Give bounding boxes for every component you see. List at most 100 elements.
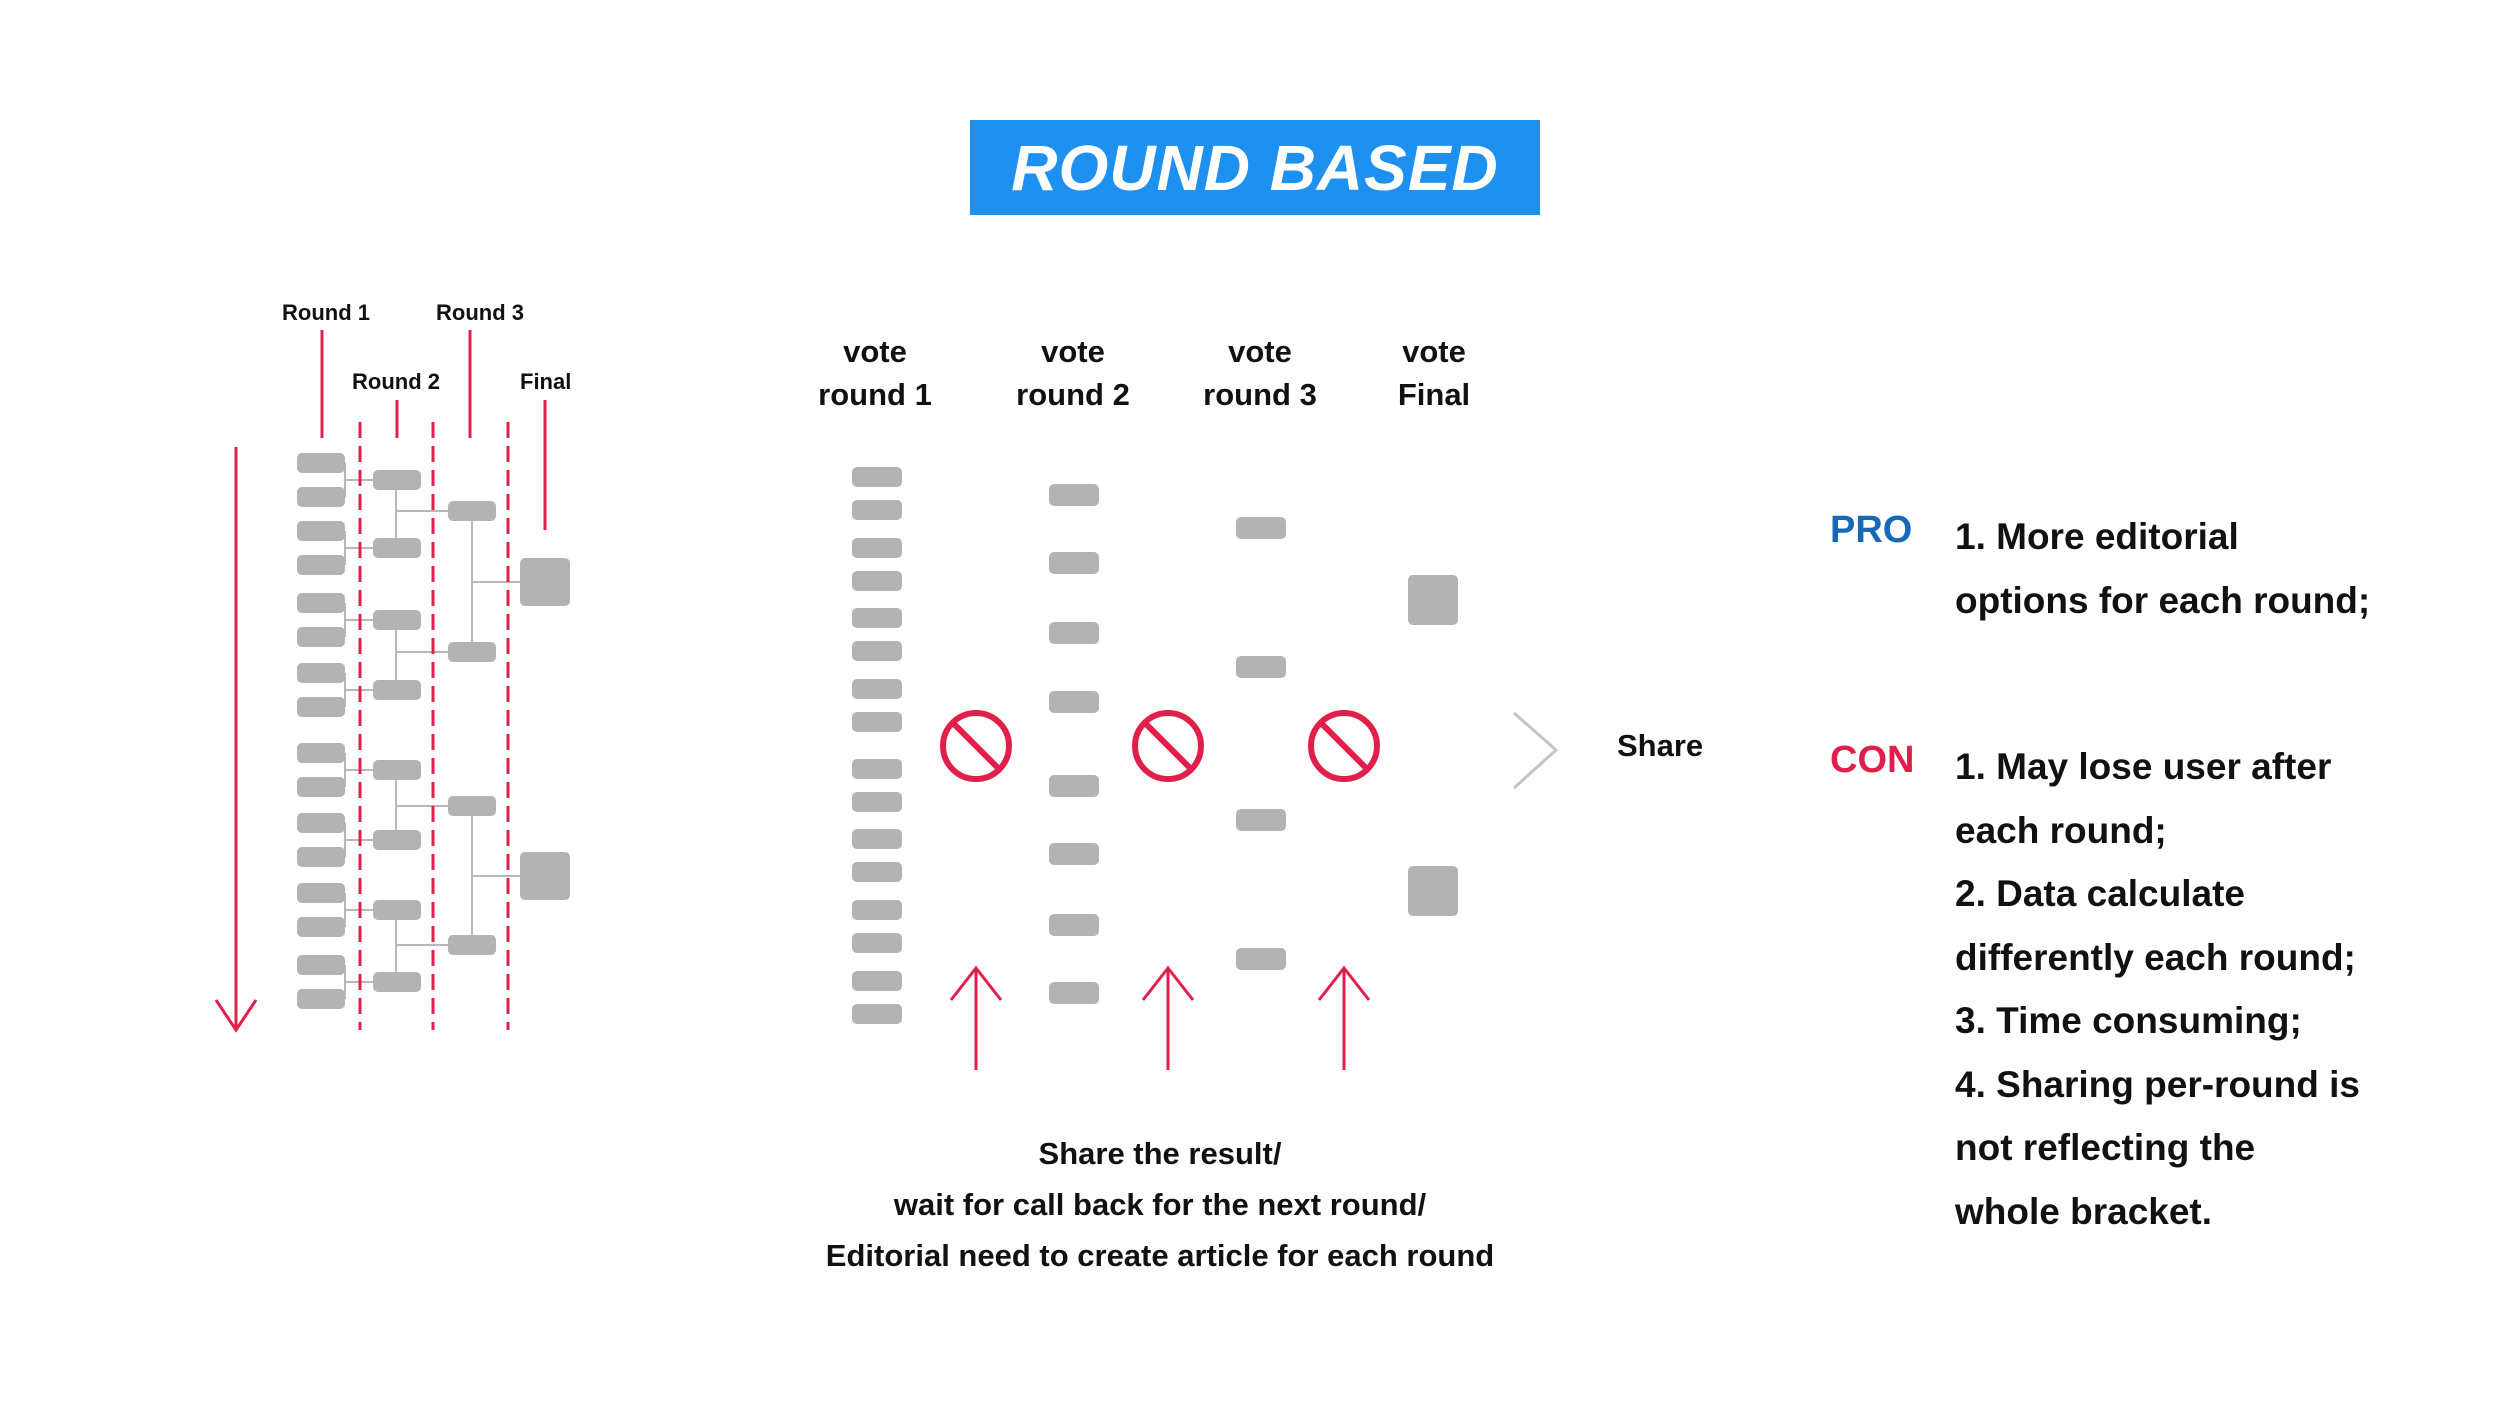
vote-round-2-slot — [1049, 843, 1099, 865]
no-entry-slash — [950, 720, 1002, 772]
vote-round-2-slot — [1049, 484, 1099, 506]
con-item: differently each round; — [1955, 936, 2356, 978]
vote-round-1-slot — [852, 500, 902, 520]
con-list: 1. May lose user after each round; 2. Da… — [1955, 735, 2360, 1243]
caption-line: wait for call back for the next round/ — [893, 1187, 1427, 1222]
con-item: 1. May lose user after — [1955, 746, 2332, 787]
bracket-round-3-slot — [448, 796, 496, 816]
bracket-round-1-slot — [297, 777, 345, 797]
vote-round-2-slot — [1049, 552, 1099, 574]
vote-round-1-slot — [852, 679, 902, 699]
column-header-vote-round-3: vote round 3 — [1160, 330, 1360, 416]
column-header-line: Final — [1397, 377, 1471, 412]
column-header-vote-round-1: vote round 1 — [775, 330, 975, 416]
bracket-round-1-slot — [297, 521, 345, 541]
con-item: 2. Data calculate — [1955, 873, 2245, 914]
vote-round-1-slot — [852, 608, 902, 628]
bracket-round-2-slot — [373, 538, 421, 558]
vote-round-1-slot — [852, 538, 902, 558]
con-block: CON 1. May lose user after each round; 2… — [1830, 735, 2480, 1255]
vote-round-1-slot — [852, 571, 902, 591]
bracket-round-1-slot — [297, 989, 345, 1009]
bracket-round-2-slot — [373, 760, 421, 780]
bracket-round-2-slot — [373, 830, 421, 850]
vote-round-1-slot — [852, 1004, 902, 1024]
bracket-final-slot — [520, 558, 570, 606]
no-entry-icon — [1308, 710, 1380, 782]
bracket-round-3-slot — [448, 935, 496, 955]
up-arrow-head — [949, 965, 1003, 1001]
vote-round-1-slot — [852, 933, 902, 953]
con-item: each round; — [1955, 809, 2167, 851]
vote-columns — [852, 467, 1458, 1024]
bracket-round-3-slot — [448, 642, 496, 662]
vote-final-slot — [1408, 866, 1458, 916]
label-round-1: Round 1 — [282, 300, 370, 325]
vote-round-2-slot — [1049, 982, 1099, 1004]
column-header-line: round 3 — [1203, 377, 1317, 412]
label-round-3: Round 3 — [436, 300, 524, 325]
up-arrow-icon — [949, 965, 1003, 1070]
vote-round-1-slot — [852, 862, 902, 882]
vote-round-1-slot — [852, 641, 902, 661]
pro-tag: PRO — [1830, 509, 1913, 551]
column-header-line: vote — [843, 334, 907, 369]
vote-final-slot — [1408, 575, 1458, 625]
up-arrow-head — [1141, 965, 1195, 1001]
bracket-final-slot — [520, 852, 570, 900]
vote-round-1-slot — [852, 759, 902, 779]
vote-round-3-slot — [1236, 809, 1286, 831]
bracket-round-1-slot — [297, 487, 345, 507]
bracket-round-1-slot — [297, 917, 345, 937]
bracket-round-2-slot — [373, 610, 421, 630]
no-entry-slash — [1142, 720, 1194, 772]
caption-line: Share the result/ — [1038, 1136, 1282, 1171]
vote-round-2-slot — [1049, 775, 1099, 797]
icons-layer — [940, 710, 1559, 1070]
down-arrow-head — [214, 999, 258, 1033]
bracket-round-1-slot — [297, 955, 345, 975]
pro-block: PRO 1. More editorial options for each r… — [1830, 505, 2480, 645]
share-label: Share — [1617, 728, 1704, 763]
no-entry-ring — [1308, 710, 1380, 782]
column-header-line: vote — [1041, 334, 1105, 369]
bracket-round-1-slot — [297, 743, 345, 763]
bracket-round-1-slot — [297, 555, 345, 575]
bracket-round-1-slot — [297, 663, 345, 683]
vote-round-3-slot — [1236, 656, 1286, 678]
title-banner: ROUND BASED — [970, 120, 1540, 215]
con-item: 3. Time consuming; — [1955, 1000, 2302, 1041]
bracket-round-1-slot — [297, 593, 345, 613]
vote-round-1-slot — [852, 971, 902, 991]
vote-round-1-slot — [852, 712, 902, 732]
vote-round-1-slot — [852, 792, 902, 812]
con-item: whole bracket. — [1955, 1190, 2213, 1232]
no-entry-slash — [1318, 720, 1370, 772]
no-entry-icon — [1132, 710, 1204, 782]
bracket-round-3-slot — [448, 501, 496, 521]
label-round-2: Round 2 — [352, 369, 440, 394]
chevron-right-icon — [1512, 711, 1559, 790]
vote-round-1-slot — [852, 900, 902, 920]
no-entry-ring — [940, 710, 1012, 782]
column-header-vote-final: vote Final — [1334, 330, 1534, 416]
no-entry-icon — [940, 710, 1012, 782]
up-arrow-head — [1317, 965, 1371, 1001]
caption: Share the result/ wait for call back for… — [760, 1128, 1560, 1281]
bracket-round-2-slot — [373, 972, 421, 992]
column-header-line: vote — [1402, 334, 1466, 369]
con-tag: CON — [1830, 739, 1915, 781]
bracket-round-2-slot — [373, 900, 421, 920]
caption-line: Editorial need to create article for eac… — [825, 1238, 1495, 1273]
vote-round-3-slot — [1236, 948, 1286, 970]
vote-round-3-slot — [1236, 517, 1286, 539]
bracket-round-1-slot — [297, 453, 345, 473]
bracket-round-1-slot — [297, 813, 345, 833]
bracket-round-2-slot — [373, 470, 421, 490]
pro-item: 1. More editorial — [1955, 516, 2239, 557]
column-header-vote-round-2: vote round 2 — [973, 330, 1173, 416]
bracket-round-2-slot — [373, 680, 421, 700]
up-arrow-icon — [1317, 965, 1371, 1070]
column-header-line: vote — [1228, 334, 1292, 369]
con-item: not reflecting the — [1955, 1127, 2256, 1168]
